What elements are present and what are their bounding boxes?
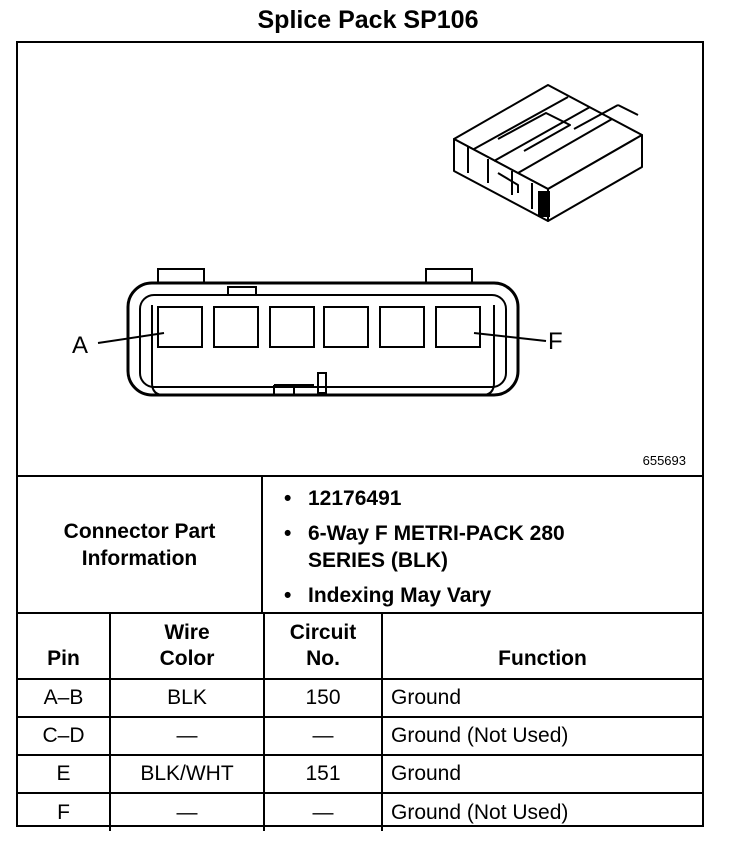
- bullet-icon: •: [284, 584, 292, 607]
- table-row: C–D — — Ground (Not Used): [18, 716, 702, 755]
- info-item-indexing: • Indexing May Vary: [280, 582, 690, 609]
- connector-info-label-line1: Connector Part: [63, 519, 216, 543]
- cell-function: Ground (Not Used): [382, 716, 702, 755]
- info-item-line1: Indexing May Vary: [308, 584, 492, 607]
- cell-wire-color: —: [110, 716, 265, 755]
- header-function: Function: [382, 612, 702, 679]
- connector-diagram: A F 655693: [18, 43, 702, 475]
- table-row: E BLK/WHT 151 Ground: [18, 754, 702, 793]
- header-circuit-no: Circuit No.: [264, 612, 383, 679]
- cell-pin: E: [18, 754, 111, 793]
- cell-pin: F: [18, 792, 111, 831]
- cell-function: Ground: [382, 754, 702, 793]
- cell-function: Ground: [382, 678, 702, 717]
- cell-pin: A–B: [18, 678, 111, 717]
- connector-isometric-view: [453, 84, 643, 222]
- info-item-part-number: • 12176491: [280, 485, 690, 512]
- info-item-connector-type: • 6-Way F METRI-PACK 280 SERIES (BLK): [280, 520, 690, 574]
- cell-wire-color: BLK: [110, 678, 265, 717]
- cell-pin: C–D: [18, 716, 111, 755]
- figure-id: 655693: [642, 453, 686, 468]
- connector-info-label-line2: Information: [81, 546, 198, 570]
- connector-info-list: • 12176491 • 6-Way F METRI-PACK 280 SERI…: [280, 485, 690, 617]
- connector-drawing: A F: [72, 84, 643, 397]
- cell-function: Ground (Not Used): [382, 792, 702, 831]
- info-item-line1: 6-Way F METRI-PACK 280: [308, 522, 565, 545]
- header-wire-color: Wire Color: [110, 612, 265, 679]
- connector-face-view: [126, 268, 520, 397]
- pin-a-label: A: [72, 332, 88, 359]
- cell-wire-color: BLK/WHT: [110, 754, 265, 793]
- connector-part-info: Connector Part Information • 12176491 • …: [18, 475, 702, 612]
- page-title: Splice Pack SP106: [257, 6, 479, 34]
- bullet-icon: •: [284, 487, 292, 510]
- pin-f-label: F: [548, 328, 563, 355]
- bullet-icon: •: [284, 522, 292, 545]
- info-item-line2: SERIES (BLK): [308, 549, 449, 572]
- connector-info-label: Connector Part Information: [18, 477, 263, 612]
- cell-circuit: —: [264, 792, 383, 831]
- splice-pack-frame: A F 655693 Connector Part Information • …: [16, 41, 704, 831]
- pin-table: Pin Wire Color Circuit No. Function A–B …: [18, 612, 702, 831]
- cell-circuit: 150: [264, 678, 383, 717]
- info-item-line1: 12176491: [308, 487, 402, 510]
- pin-f-leader: [473, 332, 547, 342]
- header-pin: Pin: [18, 612, 111, 679]
- pin-table-header: Pin Wire Color Circuit No. Function: [18, 612, 702, 679]
- table-row: F — — Ground (Not Used): [18, 792, 702, 831]
- table-row: A–B BLK 150 Ground: [18, 678, 702, 717]
- cell-circuit: —: [264, 716, 383, 755]
- cell-circuit: 151: [264, 754, 383, 793]
- cell-wire-color: —: [110, 792, 265, 831]
- pin-a-leader: [97, 332, 165, 344]
